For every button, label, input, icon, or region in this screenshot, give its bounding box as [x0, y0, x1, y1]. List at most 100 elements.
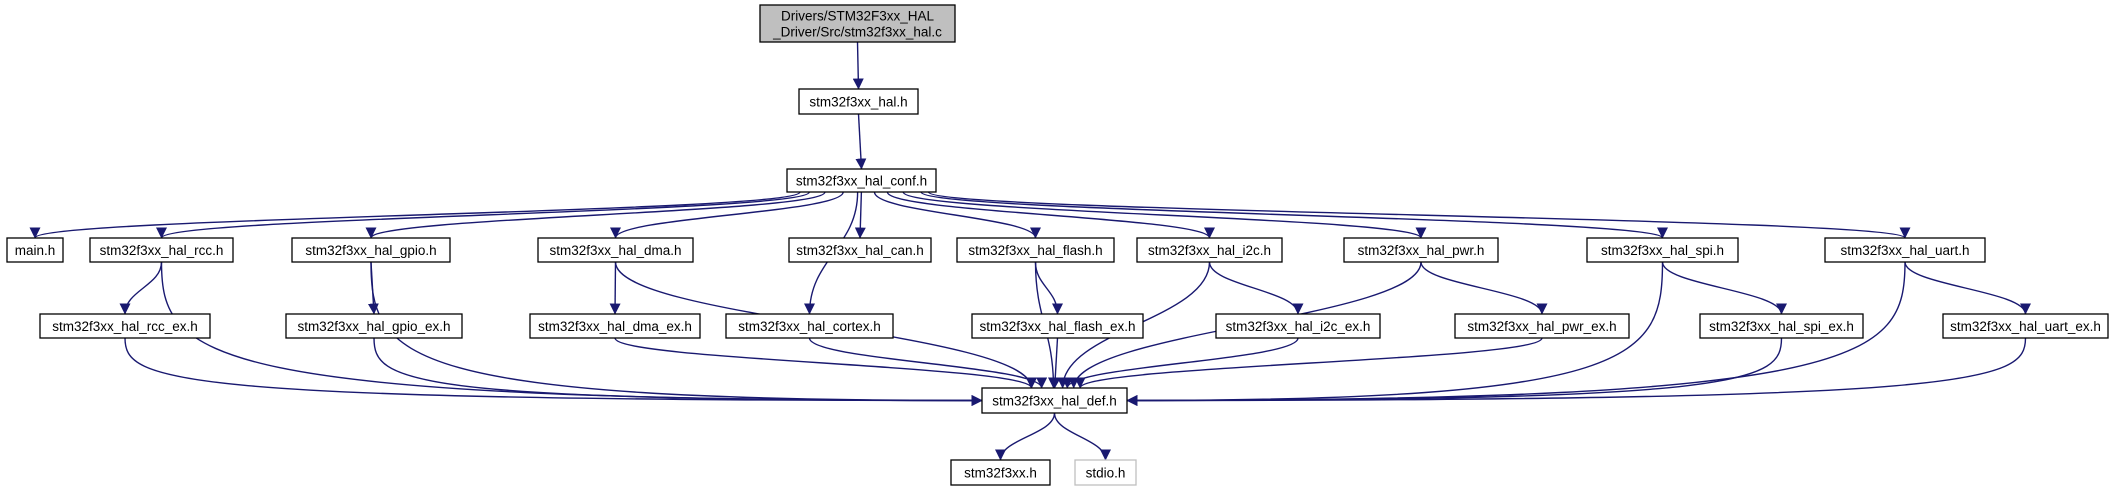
node-gpio[interactable]: stm32f3xx_hal_gpio.h [291, 237, 451, 263]
node-box [39, 313, 211, 339]
edge-gpio-to-def [370, 261, 983, 406]
node-pwr[interactable]: stm32f3xx_hal_pwr.h [1343, 237, 1499, 263]
node-box [1942, 313, 2109, 339]
node-box [1074, 459, 1137, 486]
node-i2c-ex[interactable]: stm32f3xx_hal_i2c_ex.h [1215, 313, 1381, 339]
node-can[interactable]: stm32f3xx_hal_can.h [788, 237, 932, 263]
node-label: main.h [15, 243, 56, 258]
edge-rcc-to-rcc_ex [119, 261, 163, 315]
node-gpio-ex[interactable]: stm32f3xx_hal_gpio_ex.h [285, 313, 463, 339]
node-def[interactable]: stm32f3xx_hal_def.h [981, 387, 1128, 414]
node-box [6, 237, 64, 263]
node-box [956, 237, 1115, 263]
edge-root-to-hal [852, 41, 864, 90]
node-label: stm32f3xx_hal_spi.h [1601, 243, 1724, 258]
node-flash-ex[interactable]: stm32f3xx_hal_flash_ex.h [971, 313, 1144, 339]
node-label: stm32f3xx_hal_flash_ex.h [979, 319, 1135, 334]
edge-cortex-to-def [808, 337, 1048, 389]
node-main[interactable]: main.h [6, 237, 64, 263]
edge-rcc_ex-to-def [124, 337, 983, 406]
node-label: stm32f3xx_hal_uart.h [1840, 243, 1969, 258]
node-label: _Driver/Src/stm32f3xx_hal.c [772, 25, 942, 40]
node-label: stm32f3xx_hal_gpio.h [305, 243, 436, 258]
node-box [537, 237, 694, 263]
edge-uart-to-def [1126, 261, 1906, 406]
node-stdio[interactable]: stdio.h [1074, 459, 1137, 486]
node-label: stm32f3xx_hal_spi_ex.h [1709, 319, 1854, 334]
edge-gpio_ex-to-def [373, 337, 983, 406]
node-dma[interactable]: stm32f3xx_hal_dma.h [537, 237, 694, 263]
node-conf[interactable]: stm32f3xx_hal_conf.h [786, 168, 937, 193]
edge-uart-to-uart_ex [1904, 261, 2031, 315]
node-label: stm32f3xx_hal_dma_ex.h [538, 319, 692, 334]
node-label: stm32f3xx_hal_pwr_ex.h [1467, 319, 1616, 334]
node-box [291, 237, 451, 263]
edge-dma_ex-to-def [614, 337, 1037, 389]
node-spi[interactable]: stm32f3xx_hal_spi.h [1586, 237, 1739, 263]
node-label: stm32f3xx_hal_conf.h [796, 174, 927, 189]
node-cortex[interactable]: stm32f3xx_hal_cortex.h [725, 313, 894, 339]
node-dma-ex[interactable]: stm32f3xx_hal_dma_ex.h [529, 313, 701, 339]
edge-dma-to-dma_ex [609, 261, 621, 315]
node-box [1215, 313, 1381, 339]
node-label: stm32f3xx_hal_rcc.h [100, 243, 224, 258]
edge-hal-to-conf [855, 113, 867, 170]
node-flash[interactable]: stm32f3xx_hal_flash.h [956, 237, 1115, 263]
node-pwr-ex[interactable]: stm32f3xx_hal_pwr_ex.h [1454, 313, 1630, 339]
node-label: stm32f3xx_hal_cortex.h [738, 319, 881, 334]
node-label: stm32f3xx_hal_can.h [796, 243, 924, 258]
node-label: stm32f3xx_hal.h [809, 95, 907, 110]
node-f3xx[interactable]: stm32f3xx.h [950, 459, 1051, 486]
node-box [725, 313, 894, 339]
node-label: stm32f3xx_hal_pwr.h [1358, 243, 1485, 258]
edge-spi-to-spi_ex [1661, 261, 1787, 315]
edge-conf-to-can [854, 191, 866, 239]
edge-def-to-stdio [1053, 412, 1111, 461]
node-box [89, 237, 234, 263]
edge-def-to-f3xx [995, 412, 1056, 461]
node-box [1454, 313, 1630, 339]
node-box [798, 88, 919, 115]
node-root[interactable]: Drivers/STM32F3xx_HAL_Driver/Src/stm32f3… [759, 4, 956, 43]
edge-conf-to-pwr [902, 191, 1427, 239]
edge-conf-to-main [29, 191, 801, 239]
node-box [1699, 313, 1864, 339]
edge-conf-to-dma [610, 191, 844, 239]
edge-spi_ex-to-def [1126, 337, 1783, 406]
node-uart[interactable]: stm32f3xx_hal_uart.h [1824, 237, 1986, 263]
node-label: stm32f3xx_hal_rcc_ex.h [52, 319, 198, 334]
node-label: stm32f3xx_hal_dma.h [549, 243, 681, 258]
node-label: stdio.h [1086, 466, 1126, 481]
node-rcc[interactable]: stm32f3xx_hal_rcc.h [89, 237, 234, 263]
edge-pwr_ex-to-def [1074, 337, 1543, 389]
node-uart-ex[interactable]: stm32f3xx_hal_uart_ex.h [1942, 313, 2109, 339]
node-hal[interactable]: stm32f3xx_hal.h [798, 88, 919, 115]
edge-conf-to-spi [920, 191, 1668, 239]
node-rcc-ex[interactable]: stm32f3xx_hal_rcc_ex.h [39, 313, 211, 339]
node-box [1586, 237, 1739, 263]
node-spi-ex[interactable]: stm32f3xx_hal_spi_ex.h [1699, 313, 1864, 339]
node-i2c[interactable]: stm32f3xx_hal_i2c.h [1136, 237, 1283, 263]
node-label: stm32f3xx_hal_flash.h [968, 243, 1102, 258]
node-box [788, 237, 932, 263]
node-label: stm32f3xx_hal_i2c.h [1148, 243, 1271, 258]
node-box [529, 313, 701, 339]
edge-uart_ex-to-def [1126, 337, 2027, 406]
edge-conf-to-rcc [156, 191, 811, 239]
node-box [950, 459, 1051, 486]
node-box [971, 313, 1144, 339]
node-label: stm32f3xx_hal_gpio_ex.h [297, 319, 450, 334]
node-box [759, 4, 956, 43]
node-label: Drivers/STM32F3xx_HAL [781, 9, 935, 24]
node-label: stm32f3xx_hal_i2c_ex.h [1226, 319, 1371, 334]
edge-conf-to-uart [927, 191, 1911, 239]
node-label: stm32f3xx_hal_def.h [992, 394, 1117, 409]
node-box [1343, 237, 1499, 263]
node-box [1136, 237, 1283, 263]
edge-flash-to-flash_ex [1034, 261, 1063, 315]
node-label: stm32f3xx_hal_uart_ex.h [1950, 319, 2101, 334]
node-box [1824, 237, 1986, 263]
edge-flash_ex-to-def [1049, 337, 1061, 389]
node-box [981, 387, 1128, 414]
